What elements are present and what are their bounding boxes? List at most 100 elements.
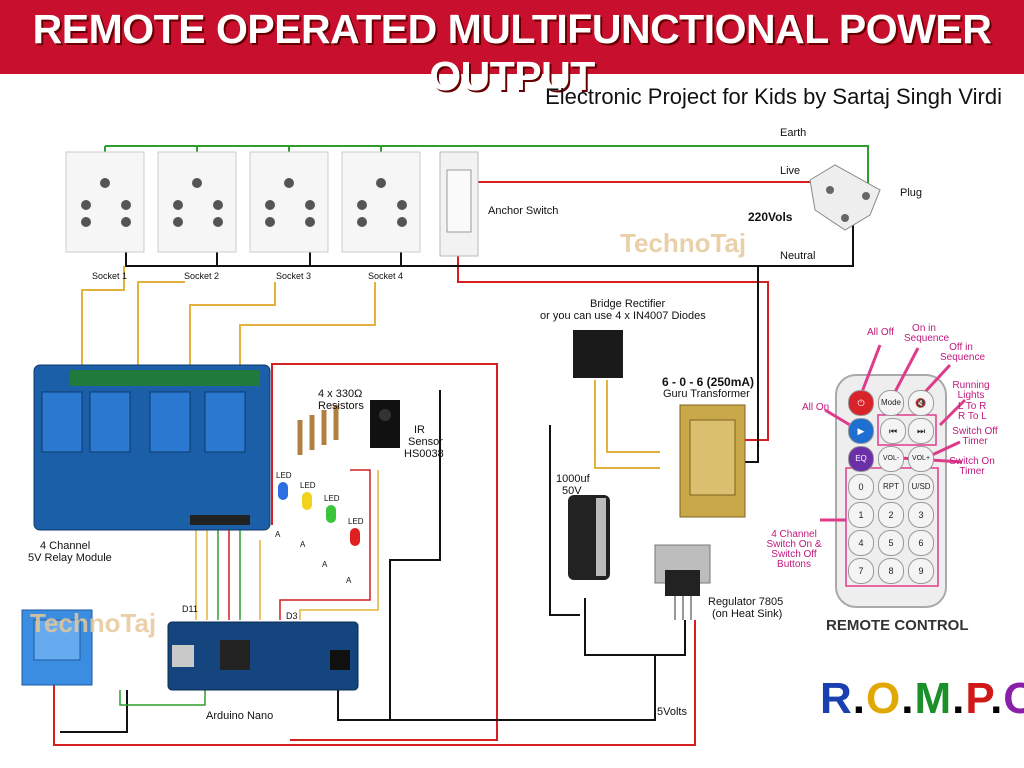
remote-prev-button: ⏮ — [880, 418, 906, 444]
regulator — [654, 544, 711, 620]
ann-switch-off-timer: Switch Off Timer — [952, 426, 998, 447]
logo-dot: . — [901, 674, 915, 723]
dht-sensor — [21, 609, 93, 686]
remote-button-8: 8 — [878, 558, 904, 584]
socket-signal-wires — [81, 266, 660, 469]
logo-letter: O — [866, 674, 902, 723]
led-label-1: LED — [276, 471, 292, 480]
transformer — [679, 404, 746, 518]
relay-label-2: 5V Relay Module — [28, 552, 112, 564]
logo-letter: M — [914, 674, 953, 723]
capacitor — [568, 495, 610, 580]
voltage-label: 220Vols — [748, 210, 793, 224]
remote-play-button: ▶ — [848, 418, 874, 444]
logo-letter: O — [1003, 674, 1024, 723]
control-wires — [119, 469, 379, 706]
five-volts-label: 5Volts — [657, 706, 687, 718]
remote-button-3: 3 — [908, 502, 934, 528]
anchor-switch — [439, 151, 479, 257]
led-red — [350, 528, 360, 546]
anode-label-2: A — [300, 540, 306, 549]
arduino-label: Arduino Nano — [206, 710, 274, 722]
anode-label-1: A — [275, 530, 281, 539]
logo-letter: R — [820, 674, 853, 723]
led-label-4: LED — [348, 517, 364, 526]
ann-on-in-sequence: On in Sequence — [904, 323, 950, 344]
arduino-nano — [167, 621, 359, 691]
socket-4-label: Socket 4 — [368, 271, 404, 281]
title-banner — [0, 0, 1024, 74]
capacitor-label-2: 50V — [562, 485, 582, 497]
remote-button-6: 6 — [908, 530, 934, 556]
ann-off-in-sequence: Off in Sequence — [940, 342, 986, 363]
remote-button-5: 5 — [878, 530, 904, 556]
remote-eq-button: EQ — [848, 446, 874, 472]
pin-d11-label: D11 — [182, 604, 198, 614]
watermark: TechnoTaj — [620, 228, 747, 258]
led-green — [326, 505, 336, 523]
anode-label-4: A — [346, 576, 352, 585]
socket-2 — [157, 151, 237, 253]
ir-sensor — [370, 400, 400, 448]
resistors — [297, 405, 339, 455]
live-label: Live — [780, 165, 801, 177]
bridge-rectifier — [573, 330, 623, 378]
logo-letter: P — [965, 674, 991, 723]
remote-button-1: 1 — [848, 502, 874, 528]
rectifier-label-1: Bridge Rectifier — [590, 298, 666, 310]
anchor-switch-label: Anchor Switch — [488, 205, 559, 217]
remote-power-button: ⏻ — [848, 390, 874, 416]
plug — [809, 164, 881, 231]
remote-mode-button: Mode — [878, 390, 904, 416]
capacitor-label-1: 1000uf — [556, 473, 590, 485]
remote-button-2: 2 — [878, 502, 904, 528]
remote-title: REMOTE CONTROL — [826, 617, 969, 634]
socket-4 — [341, 151, 421, 253]
regulator-label-2: (on Heat Sink) — [712, 608, 783, 620]
remote-button-9: 9 — [908, 558, 934, 584]
earth-label: Earth — [780, 127, 807, 139]
ann-all-off: All Off — [867, 327, 895, 338]
remote-mute-button: 🔇 — [908, 390, 934, 416]
watermark-2: TechnoTaj — [30, 608, 157, 638]
pin-d3-label: D3 — [286, 611, 298, 621]
socket-1-label: Socket 1 — [92, 271, 128, 281]
remote-button-0: 0 — [848, 474, 874, 500]
transformer-label-1: 6 - 0 - 6 (250mA) — [662, 375, 755, 389]
led-blue — [278, 482, 288, 500]
remote-vol-up-button: VOL+ — [908, 446, 934, 472]
logo-dot: . — [990, 674, 1004, 723]
logo-dot: . — [852, 674, 867, 723]
ir-label-1: IR — [414, 424, 425, 436]
remote-usd-button: U/SD — [908, 474, 934, 500]
transformer-label-2: Guru Transformer — [663, 388, 750, 400]
socket-3-label: Socket 3 — [276, 271, 312, 281]
subtitle: Electronic Project for Kids by Sartaj Si… — [545, 84, 1002, 109]
led-label-2: LED — [300, 481, 316, 490]
rectifier-label-2: or you can use 4 x IN4007 Diodes — [540, 310, 706, 322]
neutral-label: Neutral — [780, 250, 816, 262]
ir-label-2: Sensor — [408, 436, 443, 448]
socket-1 — [65, 151, 145, 253]
relay-label-1: 4 Channel — [40, 540, 91, 552]
socket-2-label: Socket 2 — [184, 271, 220, 281]
socket-3 — [249, 151, 329, 253]
resistors-label-2: Resistors — [318, 400, 364, 412]
rompo-logo: R.O.M.P.O. — [820, 674, 1024, 724]
anode-label-3: A — [322, 560, 328, 569]
remote-button-7: 7 — [848, 558, 874, 584]
ann-l-to-r: L To R — [958, 401, 987, 412]
led-label-3: LED — [324, 494, 340, 503]
ann-switch-on-timer: Switch On Timer — [949, 456, 995, 477]
regulator-label-1: Regulator 7805 — [708, 596, 784, 608]
resistors-label-1: 4 x 330Ω — [318, 388, 363, 400]
led-yellow — [302, 492, 312, 510]
ann-r-to-l: R To L — [958, 411, 987, 422]
ann-channel-buttons: 4 Channel Switch On & Switch Off Buttons — [766, 529, 822, 570]
page-title: REMOTE OPERATED MULTIFUNCTIONAL POWER OU… — [32, 6, 992, 99]
ann-all-on: All On — [802, 402, 830, 413]
relay-module — [33, 364, 271, 531]
ir-label-3: HS0038 — [404, 448, 444, 460]
remote-vol-down-button: VOL- — [878, 446, 904, 472]
